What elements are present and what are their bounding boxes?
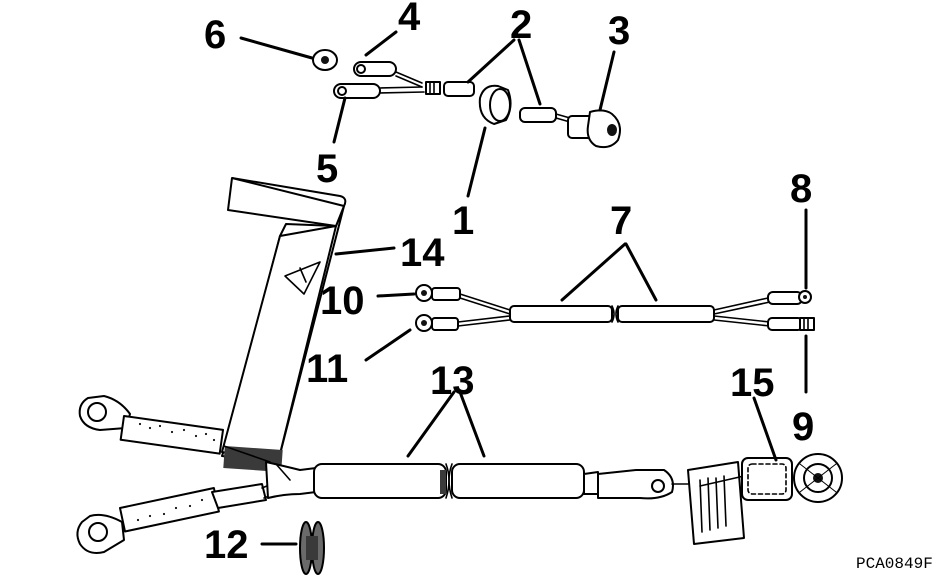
part-8-terminal [713, 290, 812, 315]
part-4-terminal [353, 61, 423, 88]
part-5-terminal [333, 83, 425, 99]
callout-9: 9 [792, 405, 814, 449]
part-11-terminal [415, 314, 511, 332]
cable-tag [687, 461, 745, 545]
callout-6: 6 [204, 13, 226, 57]
leader-lines-top [239, 30, 616, 198]
callout-8: 8 [790, 167, 812, 211]
part-10-terminal [415, 284, 511, 315]
leader-lines-bottom [260, 390, 778, 546]
part-14-warning-tag [221, 177, 347, 472]
callout-4: 4 [398, 0, 421, 39]
callout-15: 15 [730, 361, 775, 405]
part-2-sleeve [519, 107, 571, 123]
callout-11: 11 [306, 347, 348, 391]
battery-terminal-lower [76, 473, 301, 554]
part-1-grommet [478, 84, 512, 125]
bullet-connector [425, 81, 475, 97]
cable-end-terminal [583, 469, 701, 500]
callout-5: 5 [316, 147, 338, 191]
part-15-boot-terminal [699, 453, 843, 503]
callout-3: 3 [608, 9, 630, 53]
callout-12: 12 [204, 523, 249, 567]
part-12-grommet [299, 521, 325, 575]
callout-1: 1 [452, 199, 474, 243]
part-9-terminal [713, 315, 815, 331]
callout-13: 13 [430, 359, 475, 403]
part-7-harness [509, 305, 715, 323]
figure-code: PCA0849F [856, 555, 933, 573]
part-6-washer [312, 49, 338, 71]
part-13-cable [313, 463, 585, 499]
cable-junction [265, 461, 317, 499]
callout-7: 7 [610, 199, 632, 243]
callout-14: 14 [400, 231, 445, 275]
leader-14 [334, 246, 396, 256]
part-3-switch [567, 109, 621, 149]
leader-lines-middle [364, 208, 808, 394]
callout-10: 10 [320, 279, 365, 323]
battery-terminal-upper [78, 395, 271, 463]
callout-2: 2 [510, 3, 532, 47]
